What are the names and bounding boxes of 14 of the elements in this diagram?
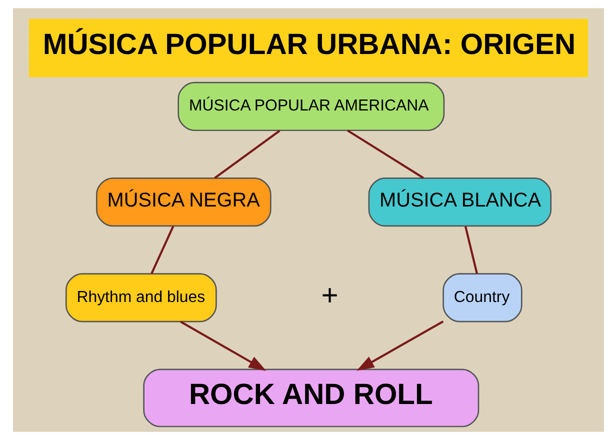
connector [150, 226, 174, 274]
connector [346, 130, 424, 179]
diagram-title: MÚSICA POPULAR URBANA: ORIGEN [42, 29, 576, 62]
node-box: ROCK AND ROLL [142, 368, 479, 428]
node-box: MÚSICA NEGRA [96, 178, 271, 227]
node-box: Rhythm and blues [64, 273, 216, 322]
node-box: MÚSICA BLANCA [368, 178, 552, 227]
arrow [180, 320, 266, 371]
connector [464, 226, 478, 274]
arrow [356, 320, 444, 371]
node-box: Country [442, 273, 522, 322]
node-box: MÚSICA POPULAR AMERICANA [177, 82, 444, 132]
connector [214, 130, 280, 179]
label: + [320, 280, 338, 312]
